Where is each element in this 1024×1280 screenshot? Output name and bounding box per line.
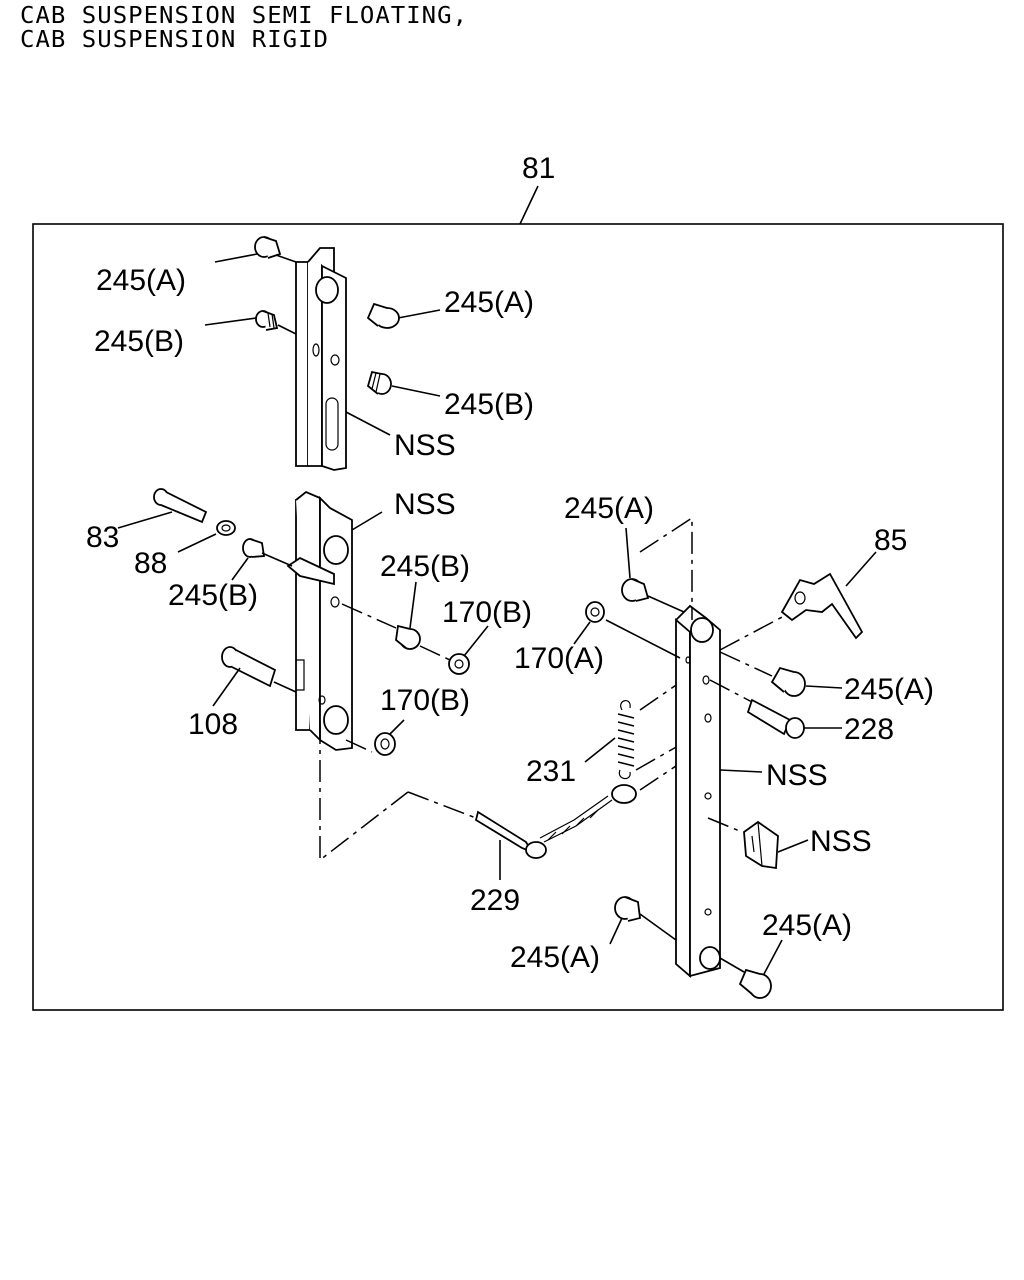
- label-83: 83: [86, 521, 119, 554]
- bushing-245a-right: [770, 666, 806, 697]
- latch-85: [780, 572, 864, 640]
- label-nss-4: NSS: [810, 825, 872, 858]
- label-170b-2: 170(B): [380, 684, 470, 717]
- label-88: 88: [134, 547, 167, 580]
- label-81: 81: [522, 152, 555, 185]
- washer-88: [216, 520, 236, 536]
- label-229: 229: [470, 884, 520, 917]
- washer-170b-lower: [374, 732, 396, 756]
- lever-229: [474, 784, 637, 859]
- label-245a-5: 245(A): [510, 941, 600, 974]
- washer-170a: [585, 601, 605, 623]
- bushing-245a-bottom-right: [738, 968, 772, 999]
- bushing-245a-bottom-left: [614, 896, 641, 922]
- pin-83: [153, 488, 208, 524]
- assembly-frame: [32, 223, 1004, 1011]
- header-title-line-2: CAB SUSPENSION RIGID: [20, 26, 329, 53]
- label-245b-3: 245(B): [168, 579, 258, 612]
- pin-108: [221, 646, 277, 688]
- bushing-245b-top-left: [255, 310, 279, 331]
- label-245a-2: 245(A): [444, 286, 534, 319]
- bushing-245a-top-left: [254, 236, 282, 259]
- bushing-245b-mid: [395, 624, 421, 650]
- right-bracket: [675, 604, 721, 978]
- label-245b-1: 245(B): [94, 325, 184, 358]
- washer-170b-upper: [448, 653, 470, 675]
- label-245b-4: 245(B): [380, 550, 470, 583]
- label-170a: 170(A): [514, 642, 604, 675]
- upper-bracket: [295, 247, 347, 471]
- leader-81: [519, 185, 539, 225]
- label-228: 228: [844, 713, 894, 746]
- pin-228: [746, 698, 805, 739]
- label-245a-4: 245(A): [844, 673, 934, 706]
- label-245a-3: 245(A): [564, 492, 654, 525]
- clip-nss: [743, 820, 779, 870]
- label-85: 85: [874, 524, 907, 557]
- label-245b-2: 245(B): [444, 388, 534, 421]
- middle-bracket: [286, 490, 353, 751]
- bushing-245a-top-right: [366, 302, 400, 329]
- label-nss-1: NSS: [394, 429, 456, 462]
- bushing-245b-mid-left: [242, 538, 266, 558]
- bushing-245b-top-mid: [366, 370, 392, 395]
- bushing-245a-mid-right: [621, 578, 650, 602]
- label-245a-1: 245(A): [96, 264, 186, 297]
- spring-231: [617, 700, 635, 780]
- diagram-header: CAB SUSPENSION SEMI FLOATING, CAB SUSPEN…: [20, 4, 468, 52]
- label-108: 108: [188, 708, 238, 741]
- label-nss-3: NSS: [766, 759, 828, 792]
- label-nss-2: NSS: [394, 488, 456, 521]
- label-245a-6: 245(A): [762, 909, 852, 942]
- label-231: 231: [526, 755, 576, 788]
- header-title-line-1: CAB SUSPENSION SEMI FLOATING,: [20, 2, 469, 29]
- label-170b-1: 170(B): [442, 596, 532, 629]
